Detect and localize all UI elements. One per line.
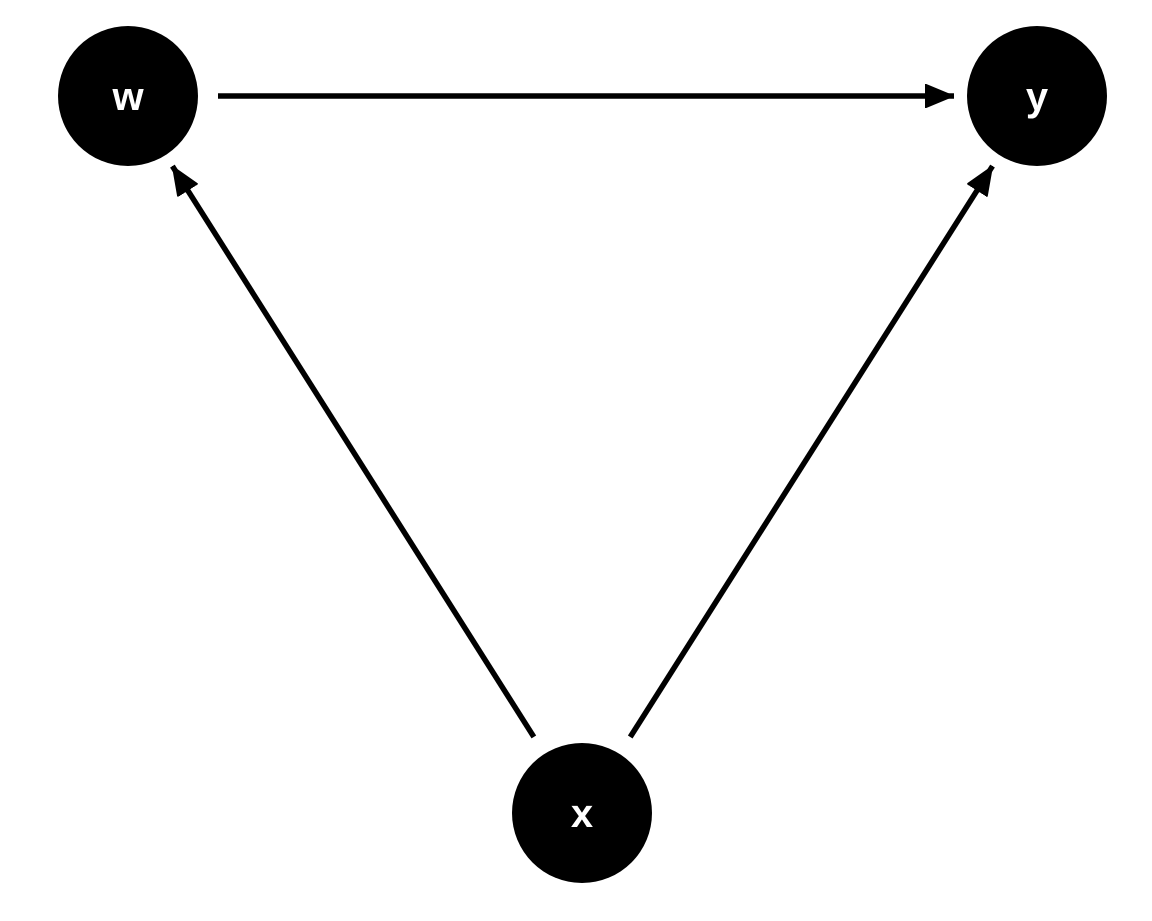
node-w-label: w bbox=[111, 75, 144, 119]
node-y-label: y bbox=[1026, 75, 1049, 119]
node-w: w bbox=[58, 26, 198, 166]
node-x-circle bbox=[512, 743, 652, 883]
node-x: x bbox=[512, 743, 652, 883]
node-x-label: x bbox=[571, 792, 593, 836]
node-y: y bbox=[967, 26, 1107, 166]
edge-x-w bbox=[170, 164, 537, 739]
node-y-circle bbox=[967, 26, 1107, 166]
node-w-circle bbox=[58, 26, 198, 166]
edge-x-y bbox=[627, 164, 995, 739]
